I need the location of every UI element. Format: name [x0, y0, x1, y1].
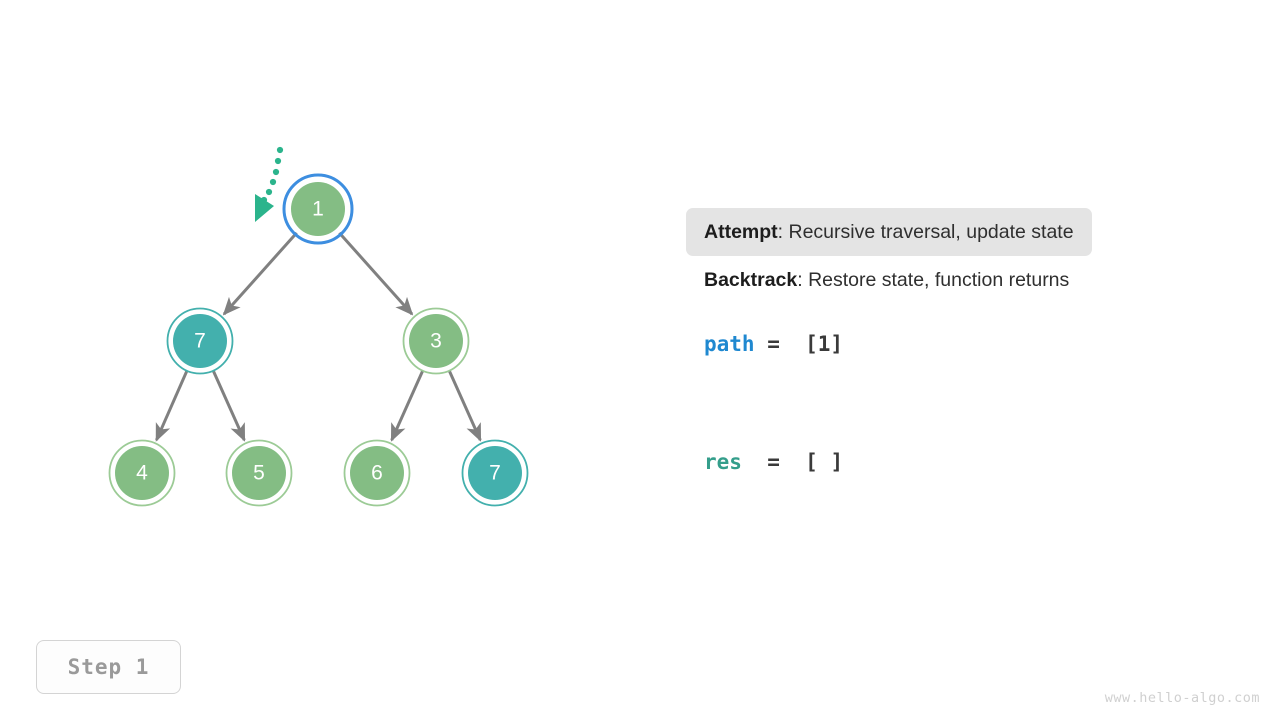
- tree-node-body: [350, 446, 404, 500]
- tree-node-body: [232, 446, 286, 500]
- attempt-highlight-box: Attempt: Recursive traversal, update sta…: [686, 208, 1092, 256]
- tree-node-label: 6: [371, 462, 383, 485]
- pointer-dot: [272, 168, 280, 176]
- step-badge-label: Step 1: [67, 655, 150, 679]
- pointer-arrowhead-icon: [255, 194, 274, 222]
- attempt-term: Attempt: [704, 220, 778, 243]
- pointer-dot: [269, 178, 277, 186]
- tree-edge: [211, 369, 246, 442]
- tree-node-7[interactable]: 7: [166, 307, 234, 375]
- attempt-row: Attempt: Recursive traversal, update sta…: [686, 208, 1206, 256]
- tree-node-3[interactable]: 3: [402, 307, 470, 375]
- backtrack-rest: : Restore state, function returns: [797, 268, 1070, 291]
- tree-edge: [447, 369, 482, 442]
- pointer-dot: [265, 188, 273, 196]
- tree-node-ring: [282, 173, 354, 245]
- res-variable-row: res = [ ]: [686, 440, 843, 484]
- tree-edges: [155, 231, 482, 442]
- res-variable-value: = [ ]: [741, 450, 844, 474]
- tree-node-body: [291, 182, 345, 236]
- res-variable-name: res: [704, 450, 742, 474]
- tree-node-7[interactable]: 7: [461, 439, 529, 507]
- tree-node-label: 3: [430, 330, 442, 353]
- tree-edge: [390, 369, 425, 442]
- tree-node-5[interactable]: 5: [225, 439, 293, 507]
- info-panel: Attempt: Recursive traversal, update sta…: [686, 208, 1206, 304]
- path-variable-name: path: [704, 332, 755, 356]
- path-variable-value: = [1]: [754, 332, 844, 356]
- tree-node-6[interactable]: 6: [343, 439, 411, 507]
- attempt-rest: : Recursive traversal, update state: [777, 220, 1074, 243]
- backtrack-term: Backtrack: [704, 268, 798, 291]
- backtrack-box: Backtrack: Restore state, function retur…: [686, 256, 1087, 304]
- pointer-dot: [276, 146, 284, 154]
- tree-node-body: [173, 314, 227, 368]
- tree-node-label: 7: [194, 330, 206, 353]
- tree-node-body: [468, 446, 522, 500]
- tree-nodes: 1 7 3 4 5 6 7: [108, 173, 529, 507]
- tree-node-ring: [402, 307, 470, 375]
- backtrack-text: Backtrack: Restore state, function retur…: [704, 269, 1069, 292]
- binary-tree-diagram: 1 7 3 4 5 6 7: [108, 146, 529, 507]
- backtrack-row: Backtrack: Restore state, function retur…: [686, 256, 1206, 304]
- tree-node-ring: [225, 439, 293, 507]
- tree-edge: [155, 369, 189, 442]
- tree-node-label: 5: [253, 462, 265, 485]
- tree-node-ring: [166, 307, 234, 375]
- path-variable-row: path = [1]: [686, 322, 843, 366]
- watermark: www.hello-algo.com: [1104, 690, 1260, 706]
- pointer-dot: [274, 157, 282, 165]
- tree-node-label: 1: [312, 198, 324, 221]
- tree-node-4[interactable]: 4: [108, 439, 176, 507]
- tree-node-ring: [461, 439, 529, 507]
- tree-node-ring: [343, 439, 411, 507]
- tree-node-label: 7: [489, 462, 501, 485]
- recursion-pointer: [255, 146, 284, 222]
- attempt-text: Attempt: Recursive traversal, update sta…: [704, 221, 1074, 244]
- tree-node-label: 4: [136, 462, 148, 485]
- step-badge: Step 1: [36, 640, 181, 694]
- tree-node-body: [115, 446, 169, 500]
- tree-node-ring: [108, 439, 176, 507]
- tree-edge: [222, 231, 298, 316]
- tree-edge: [338, 231, 414, 316]
- tree-node-1[interactable]: 1: [282, 173, 354, 245]
- tree-node-body: [409, 314, 463, 368]
